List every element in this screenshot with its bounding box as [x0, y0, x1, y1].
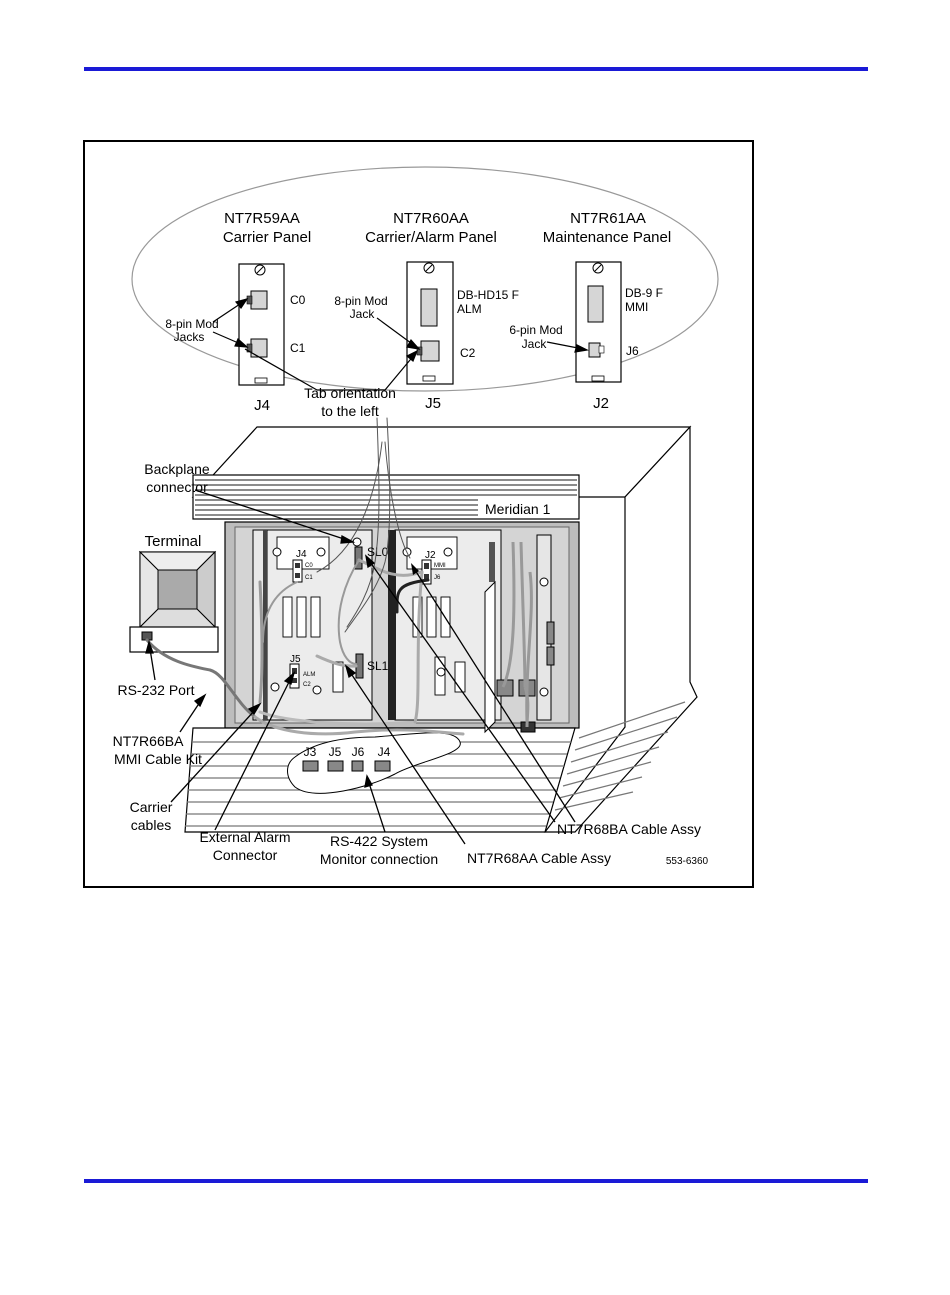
figure-number: 553-6360	[666, 856, 709, 867]
wiring-diagram: NT7R59AA Carrier Panel NT7R60AA Carrier/…	[113, 166, 719, 867]
db9-label: DB-9 F	[625, 286, 663, 300]
backplane-connector-callout: Backplane	[144, 461, 210, 477]
cabinet-port-j5: J5	[329, 745, 342, 759]
ellipse-leaders	[212, 297, 589, 391]
rs422-monitor-callout: RS-422 System	[330, 833, 428, 849]
c2-small-label: C2	[303, 682, 311, 688]
callout-leaders	[145, 489, 556, 845]
sl1-label: SL1	[367, 659, 389, 673]
nt7r68ba-leader	[414, 569, 576, 823]
external-alarm-callout: External Alarm	[199, 829, 290, 845]
sl0-label: SL0	[367, 545, 389, 559]
panel3-model: NT7R61AA	[570, 210, 646, 227]
panel2-model: NT7R60AA	[393, 210, 469, 227]
panel2-name: Carrier/Alarm Panel	[365, 229, 497, 246]
j6-small-label: J6	[434, 575, 441, 581]
tab-orientation-callout-2: to the left	[321, 403, 379, 419]
j5-small-label: J5	[290, 654, 301, 665]
nt7r68ba-leader-head	[411, 563, 419, 575]
nt7r68aa-callout: NT7R68AA Cable Assy	[467, 850, 611, 866]
meridian-nameplate: Meridian 1	[485, 501, 551, 517]
c0-small-label: C0	[305, 563, 313, 569]
carrier-panel	[238, 263, 285, 386]
cables	[145, 417, 465, 736]
eight-pin-jacks-callout: 8-pin Mod	[165, 317, 218, 331]
terminal-label: Terminal	[145, 533, 202, 550]
mmi-label: MMI	[625, 300, 648, 314]
six-pin-jack-callout: 6-pin Mod	[509, 323, 562, 337]
rs422-monitor-callout-2: Monitor connection	[320, 851, 438, 867]
mmi-cable-kit-callout: NT7R66BA	[113, 733, 184, 749]
jack-c2-label: C2	[460, 346, 476, 360]
mmi-small-label: MMI	[434, 563, 446, 569]
six-pin-jack-callout-2: Jack	[522, 337, 548, 351]
panel3-name: Maintenance Panel	[543, 229, 671, 246]
eight-pin-jack-callout: 8-pin Mod	[334, 294, 387, 308]
backplane-connector-callout-2: connector	[146, 479, 208, 495]
nt7r68ba-callout: NT7R68BA Cable Assy	[557, 821, 701, 837]
cabinet	[184, 425, 698, 833]
mmi-cable-kit-callout-2: MMI Cable Kit	[114, 751, 202, 767]
jack-j6-label: J6	[626, 344, 639, 358]
cabinet-port-j3: J3	[304, 745, 317, 759]
db-hd15-label: DB-HD15 F	[457, 288, 519, 302]
panel1-port: J4	[254, 397, 270, 414]
maintenance-panel	[575, 261, 622, 383]
carrier-alarm-panel	[406, 261, 454, 385]
carrier-cables-callout: Carrier	[130, 799, 173, 815]
panel3-port: J2	[593, 395, 609, 412]
external-alarm-callout-2: Connector	[213, 847, 278, 863]
panel1-model: NT7R59AA	[224, 210, 300, 227]
header-rule	[84, 67, 868, 71]
panel1-name: Carrier Panel	[223, 229, 311, 246]
j4-small-label: J4	[296, 549, 307, 560]
rs232-port-callout: RS-232 Port	[117, 682, 194, 698]
panel2-port: J5	[425, 395, 441, 412]
figure-frame: NT7R59AA Carrier Panel NT7R60AA Carrier/…	[83, 140, 754, 888]
footer-rule	[84, 1179, 868, 1183]
eight-pin-jack-callout-2: Jack	[350, 307, 376, 321]
terminal-device	[129, 550, 219, 653]
alm-small-label: ALM	[303, 672, 315, 678]
alm-label: ALM	[457, 302, 482, 316]
j2-small-label: J2	[425, 550, 436, 561]
jack-c0-label: C0	[290, 293, 306, 307]
cabinet-port-j4: J4	[378, 745, 391, 759]
jack-c1-label: C1	[290, 341, 306, 355]
tab-orientation-callout: Tab orientation	[304, 385, 396, 401]
c1-small-label: C1	[305, 575, 313, 581]
carrier-cables-callout-2: cables	[131, 817, 171, 833]
eight-pin-jacks-callout-2: Jacks	[174, 330, 205, 344]
cabinet-port-j6: J6	[352, 745, 365, 759]
